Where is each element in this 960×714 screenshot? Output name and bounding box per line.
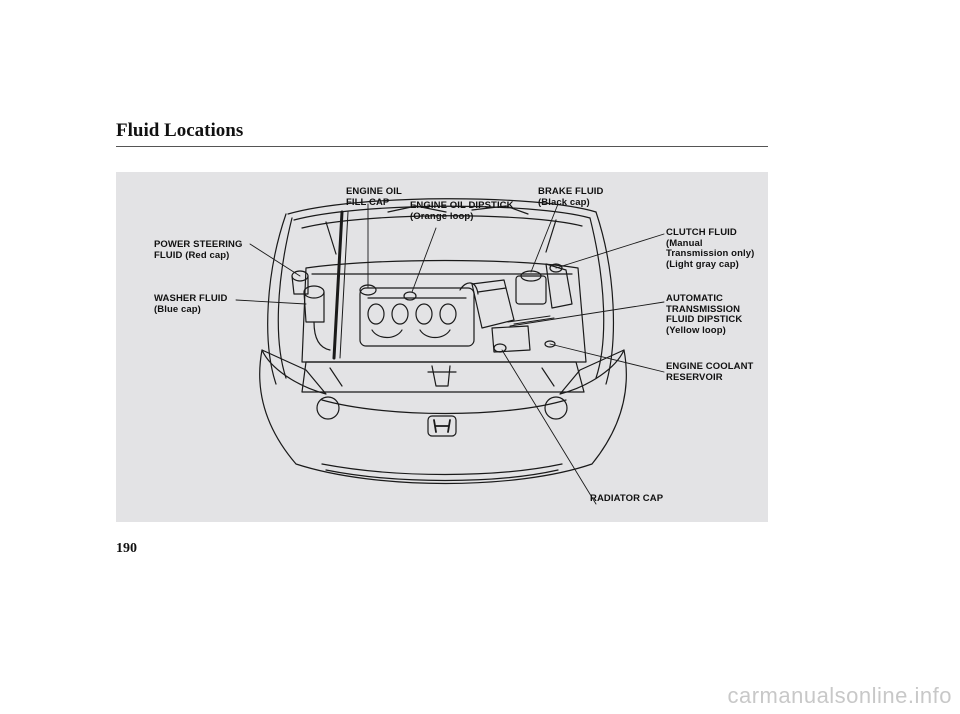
hood-prop-rod bbox=[332, 210, 344, 360]
label-engine-oil-fill-cap: ENGINE OIL FILL CAP bbox=[346, 186, 402, 208]
engine-bay-outline bbox=[301, 259, 587, 363]
page-title: Fluid Locations bbox=[116, 120, 244, 141]
leader-lines bbox=[235, 203, 665, 505]
label-power-steering-fluid: POWER STEERING FLUID (Red cap) bbox=[154, 239, 243, 261]
latch-bracket bbox=[427, 365, 457, 387]
honda-emblem bbox=[427, 415, 457, 437]
label-brake-fluid: BRAKE FLUID (Black cap) bbox=[538, 186, 604, 208]
title-rule bbox=[116, 146, 768, 147]
label-clutch-fluid: CLUTCH FLUID (Manual Transmission only) … bbox=[666, 227, 755, 270]
left-reservoirs bbox=[291, 270, 331, 351]
label-engine-oil-dipstick: ENGINE OIL DIPSTICK (Orange loop) bbox=[410, 200, 514, 222]
label-engine-coolant-reservoir: ENGINE COOLANT RESERVOIR bbox=[666, 361, 754, 383]
watermark: carmanualsonline.info bbox=[727, 683, 952, 708]
engine-block bbox=[359, 282, 479, 347]
open-hood bbox=[287, 198, 597, 255]
engine-bay-illustration bbox=[235, 198, 665, 505]
label-automatic-transmission-fluid-dipstick: AUTOMATIC TRANSMISSION FLUID DIPSTICK (Y… bbox=[666, 293, 743, 336]
air-box bbox=[471, 263, 573, 329]
front-bumper bbox=[259, 349, 627, 485]
page-number: 190 bbox=[116, 541, 137, 556]
engine-bay-figure: POWER STEERING FLUID (Red cap) WASHER FL… bbox=[116, 172, 768, 522]
headlights bbox=[261, 349, 625, 420]
label-radiator-cap: RADIATOR CAP bbox=[590, 493, 664, 504]
label-washer-fluid: WASHER FLUID (Blue cap) bbox=[154, 293, 228, 315]
coolant-reservoir bbox=[491, 315, 556, 353]
